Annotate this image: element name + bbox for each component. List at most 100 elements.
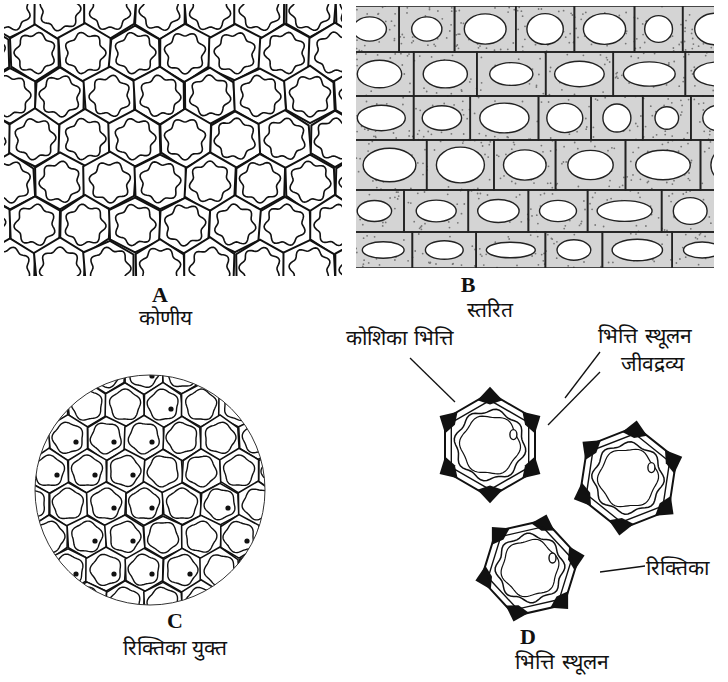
cell-shape bbox=[296, 515, 334, 558]
cell-shape bbox=[399, 6, 455, 52]
cell-shape bbox=[437, 10, 439, 12]
cell-shape bbox=[527, 14, 563, 45]
leader-line bbox=[600, 566, 645, 572]
nucleus bbox=[149, 571, 154, 576]
cell-shape bbox=[401, 43, 403, 45]
cell-shape bbox=[461, 264, 463, 266]
cell-shape bbox=[662, 190, 714, 232]
cell-shape bbox=[565, 36, 567, 38]
nucleus bbox=[263, 373, 268, 378]
cell-shape bbox=[406, 12, 408, 14]
nucleus bbox=[282, 472, 287, 477]
cell-shape bbox=[406, 7, 408, 9]
wall-thickening bbox=[440, 412, 458, 434]
cell-shape bbox=[363, 237, 365, 239]
cell-shape bbox=[358, 49, 360, 51]
cell-shape bbox=[555, 61, 605, 86]
cell-shape bbox=[547, 103, 583, 132]
cell-shape bbox=[110, 389, 141, 419]
cell-shape bbox=[640, 178, 642, 180]
cell-shape bbox=[642, 23, 644, 25]
cell-shape bbox=[637, 57, 639, 59]
cell-shape bbox=[556, 183, 558, 185]
nucleus bbox=[130, 472, 135, 477]
cell-shape bbox=[580, 223, 582, 225]
cell-shape bbox=[214, 118, 255, 159]
cell-shape bbox=[679, 258, 681, 260]
cell-shape bbox=[357, 105, 405, 130]
cell-shape bbox=[530, 208, 532, 210]
cell-shape bbox=[635, 6, 683, 52]
cell-shape bbox=[607, 150, 609, 152]
cell-shape bbox=[276, 350, 316, 395]
cell-shape bbox=[618, 15, 620, 17]
cell-shape bbox=[289, 77, 330, 117]
cell-shape bbox=[417, 192, 419, 194]
cell-shape bbox=[603, 104, 631, 132]
cell-shape bbox=[553, 243, 555, 245]
cell-shape bbox=[389, 197, 391, 199]
cell-shape bbox=[485, 135, 487, 137]
cell-shape bbox=[403, 73, 405, 75]
nucleus bbox=[244, 604, 249, 609]
cell-shape bbox=[277, 549, 316, 591]
cell-shape bbox=[541, 101, 543, 103]
cell-shape bbox=[615, 73, 617, 75]
cell-shape bbox=[597, 201, 652, 222]
cell-shape bbox=[522, 101, 524, 103]
cell-shape bbox=[376, 103, 378, 105]
cell-shape bbox=[261, 456, 291, 487]
vacuole bbox=[501, 539, 559, 596]
cell-shape bbox=[594, 192, 596, 194]
cell-shape bbox=[613, 52, 685, 96]
cell-shape bbox=[367, 150, 369, 152]
cell-shape bbox=[608, 262, 610, 264]
nucleus bbox=[301, 571, 306, 576]
nucleus bbox=[187, 571, 192, 576]
nucleus bbox=[54, 472, 59, 477]
cell-shape bbox=[645, 126, 647, 128]
cell-shape bbox=[692, 38, 694, 40]
cell-shape bbox=[165, 205, 206, 246]
cell-shape bbox=[402, 104, 404, 106]
cell-shape bbox=[498, 155, 500, 157]
cell-shape bbox=[561, 89, 563, 91]
cell-shape bbox=[609, 180, 611, 182]
cell-shape bbox=[300, 587, 331, 618]
cell-shape bbox=[4, 247, 30, 276]
cell-shape bbox=[690, 70, 692, 72]
cell-shape bbox=[407, 260, 409, 262]
cell-shape bbox=[369, 194, 371, 196]
cell-shape bbox=[632, 151, 634, 153]
cell-shape bbox=[72, 521, 103, 552]
cell-shape bbox=[243, 356, 274, 387]
cell-shape bbox=[462, 109, 464, 111]
cell-shape bbox=[667, 98, 669, 100]
cell-shape bbox=[629, 130, 631, 132]
cell-shape bbox=[190, 75, 231, 116]
cell-shape bbox=[594, 146, 596, 148]
cell-shape bbox=[264, 204, 305, 245]
cell-shape bbox=[606, 57, 608, 59]
nucleus bbox=[35, 439, 40, 444]
cell-shape bbox=[508, 7, 510, 9]
cell-wall bbox=[580, 427, 677, 530]
cell-shape bbox=[626, 176, 628, 178]
cell-shape bbox=[709, 134, 711, 136]
cell-shape bbox=[417, 133, 419, 135]
nucleus bbox=[648, 463, 655, 473]
cell-shape bbox=[590, 141, 592, 143]
cell-shape bbox=[711, 147, 714, 183]
cell-shape bbox=[485, 253, 487, 255]
cell-shape bbox=[710, 141, 712, 143]
cell-shape bbox=[521, 10, 523, 12]
cell-shape bbox=[280, 489, 311, 520]
cell-shape bbox=[672, 35, 674, 37]
cell-shape bbox=[238, 547, 276, 590]
cell-shape bbox=[535, 253, 537, 255]
cell-shape bbox=[71, 455, 102, 485]
cell-shape bbox=[416, 200, 456, 222]
cell-shape bbox=[538, 264, 540, 266]
cell-shape bbox=[128, 554, 159, 585]
cell-shape bbox=[708, 216, 710, 218]
